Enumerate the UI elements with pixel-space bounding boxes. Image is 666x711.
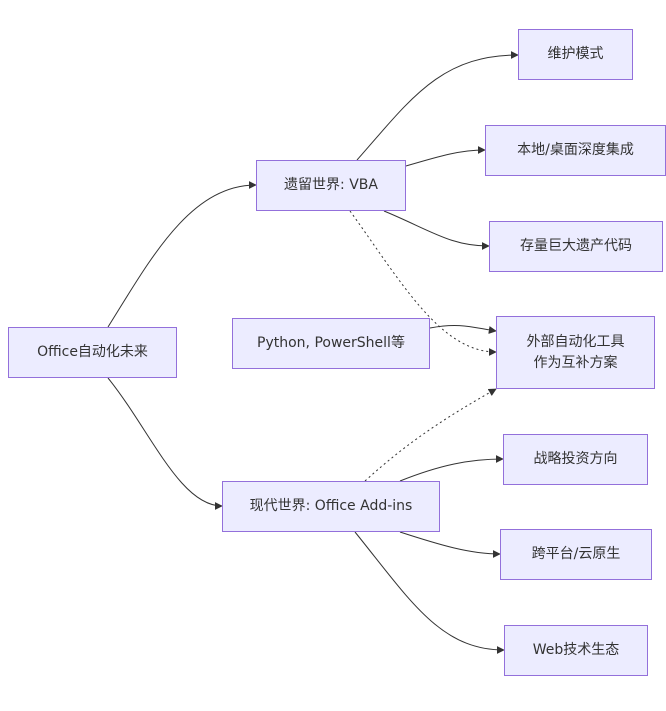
node-legacy-code: 存量巨大遗产代码 <box>489 221 663 272</box>
node-strategic-investment: 战略投资方向 <box>503 434 648 485</box>
edge-addins-to-cross-platform <box>399 531 501 558</box>
edge-root-to-vba <box>107 181 257 328</box>
node-label: 维护模式 <box>547 46 604 62</box>
node-label: 现代世界: Office Add-ins <box>249 498 413 514</box>
node-label: Python, PowerShell等 <box>257 335 405 351</box>
node-cross-platform-cloud: 跨平台/云原生 <box>500 529 652 580</box>
node-label: 外部自动化工具 作为互补方案 <box>526 333 625 371</box>
edge-vba-to-legacy-code <box>383 210 490 250</box>
edge-vba-to-desktop <box>405 146 486 167</box>
edge-vba-to-external <box>349 210 497 356</box>
node-label: 遗留世界: VBA <box>284 177 378 193</box>
edge-root-to-addins <box>107 377 223 510</box>
node-modern-office-addins: 现代世界: Office Add-ins <box>222 481 440 532</box>
node-python-powershell: Python, PowerShell等 <box>232 318 430 369</box>
node-external-automation-tools: 外部自动化工具 作为互补方案 <box>496 316 655 389</box>
edge-python-to-external <box>429 324 497 334</box>
node-label: 本地/桌面深度集成 <box>517 142 634 158</box>
node-label: 战略投资方向 <box>533 451 618 467</box>
node-desktop-integration: 本地/桌面深度集成 <box>485 125 666 176</box>
node-label: 跨平台/云原生 <box>531 546 621 562</box>
node-label: Office自动化未来 <box>37 344 148 360</box>
node-label: Web技术生态 <box>532 642 620 658</box>
node-office-automation-future: Office自动化未来 <box>8 327 177 378</box>
edge-addins-to-strategy <box>399 455 504 482</box>
node-legacy-vba: 遗留世界: VBA <box>256 160 406 211</box>
edge-vba-to-maintenance <box>356 51 519 161</box>
node-label: 存量巨大遗产代码 <box>520 238 632 254</box>
edge-addins-to-web-tech <box>354 531 505 654</box>
edge-addins-to-external <box>364 388 497 482</box>
node-maintenance-mode: 维护模式 <box>518 29 633 80</box>
node-web-tech-ecosystem: Web技术生态 <box>504 625 648 676</box>
